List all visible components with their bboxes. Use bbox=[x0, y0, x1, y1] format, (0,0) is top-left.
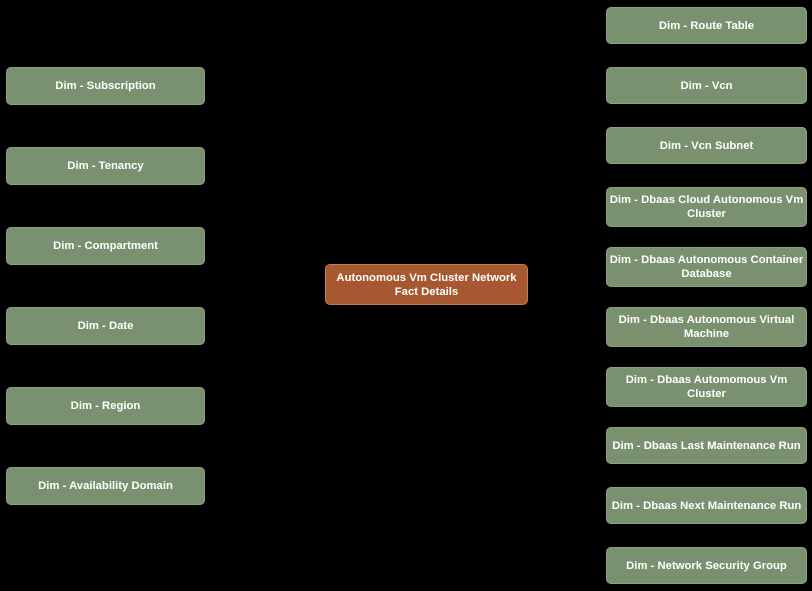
dimension-node-dim-dbaas-autonomous-container-database[interactable]: Dim - Dbaas Autonomous Container Databas… bbox=[606, 247, 807, 287]
dimension-node-dim-dbaas-cloud-autonomous-vm-cluster[interactable]: Dim - Dbaas Cloud Autonomous Vm Cluster bbox=[606, 187, 807, 227]
dimension-node-dim-vcn[interactable]: Dim - Vcn bbox=[606, 67, 807, 104]
dimension-node-dim-compartment[interactable]: Dim - Compartment bbox=[6, 227, 205, 265]
dimension-node-dim-dbaas-last-maintenance-run[interactable]: Dim - Dbaas Last Maintenance Run bbox=[606, 427, 807, 464]
dimension-node-dim-date[interactable]: Dim - Date bbox=[6, 307, 205, 345]
dimension-node-dim-tenancy[interactable]: Dim - Tenancy bbox=[6, 147, 205, 185]
dimension-node-dim-dbaas-next-maintenance-run[interactable]: Dim - Dbaas Next Maintenance Run bbox=[606, 487, 807, 524]
dimension-node-dim-region[interactable]: Dim - Region bbox=[6, 387, 205, 425]
dimension-node-dim-subscription[interactable]: Dim - Subscription bbox=[6, 67, 205, 105]
dimension-node-dim-dbaas-automomous-vm-cluster[interactable]: Dim - Dbaas Automomous Vm Cluster bbox=[606, 367, 807, 407]
dimension-node-dim-network-security-group[interactable]: Dim - Network Security Group bbox=[606, 547, 807, 584]
dimension-node-dim-route-table[interactable]: Dim - Route Table bbox=[606, 7, 807, 44]
dimension-node-dim-dbaas-autonomous-virtual-machine[interactable]: Dim - Dbaas Autonomous Virtual Machine bbox=[606, 307, 807, 347]
dimension-node-dim-vcn-subnet[interactable]: Dim - Vcn Subnet bbox=[606, 127, 807, 164]
dimension-node-dim-availability-domain[interactable]: Dim - Availability Domain bbox=[6, 467, 205, 505]
fact-node-autonomous-vm-cluster-network-fact-details[interactable]: Autonomous Vm Cluster Network Fact Detai… bbox=[325, 264, 528, 305]
